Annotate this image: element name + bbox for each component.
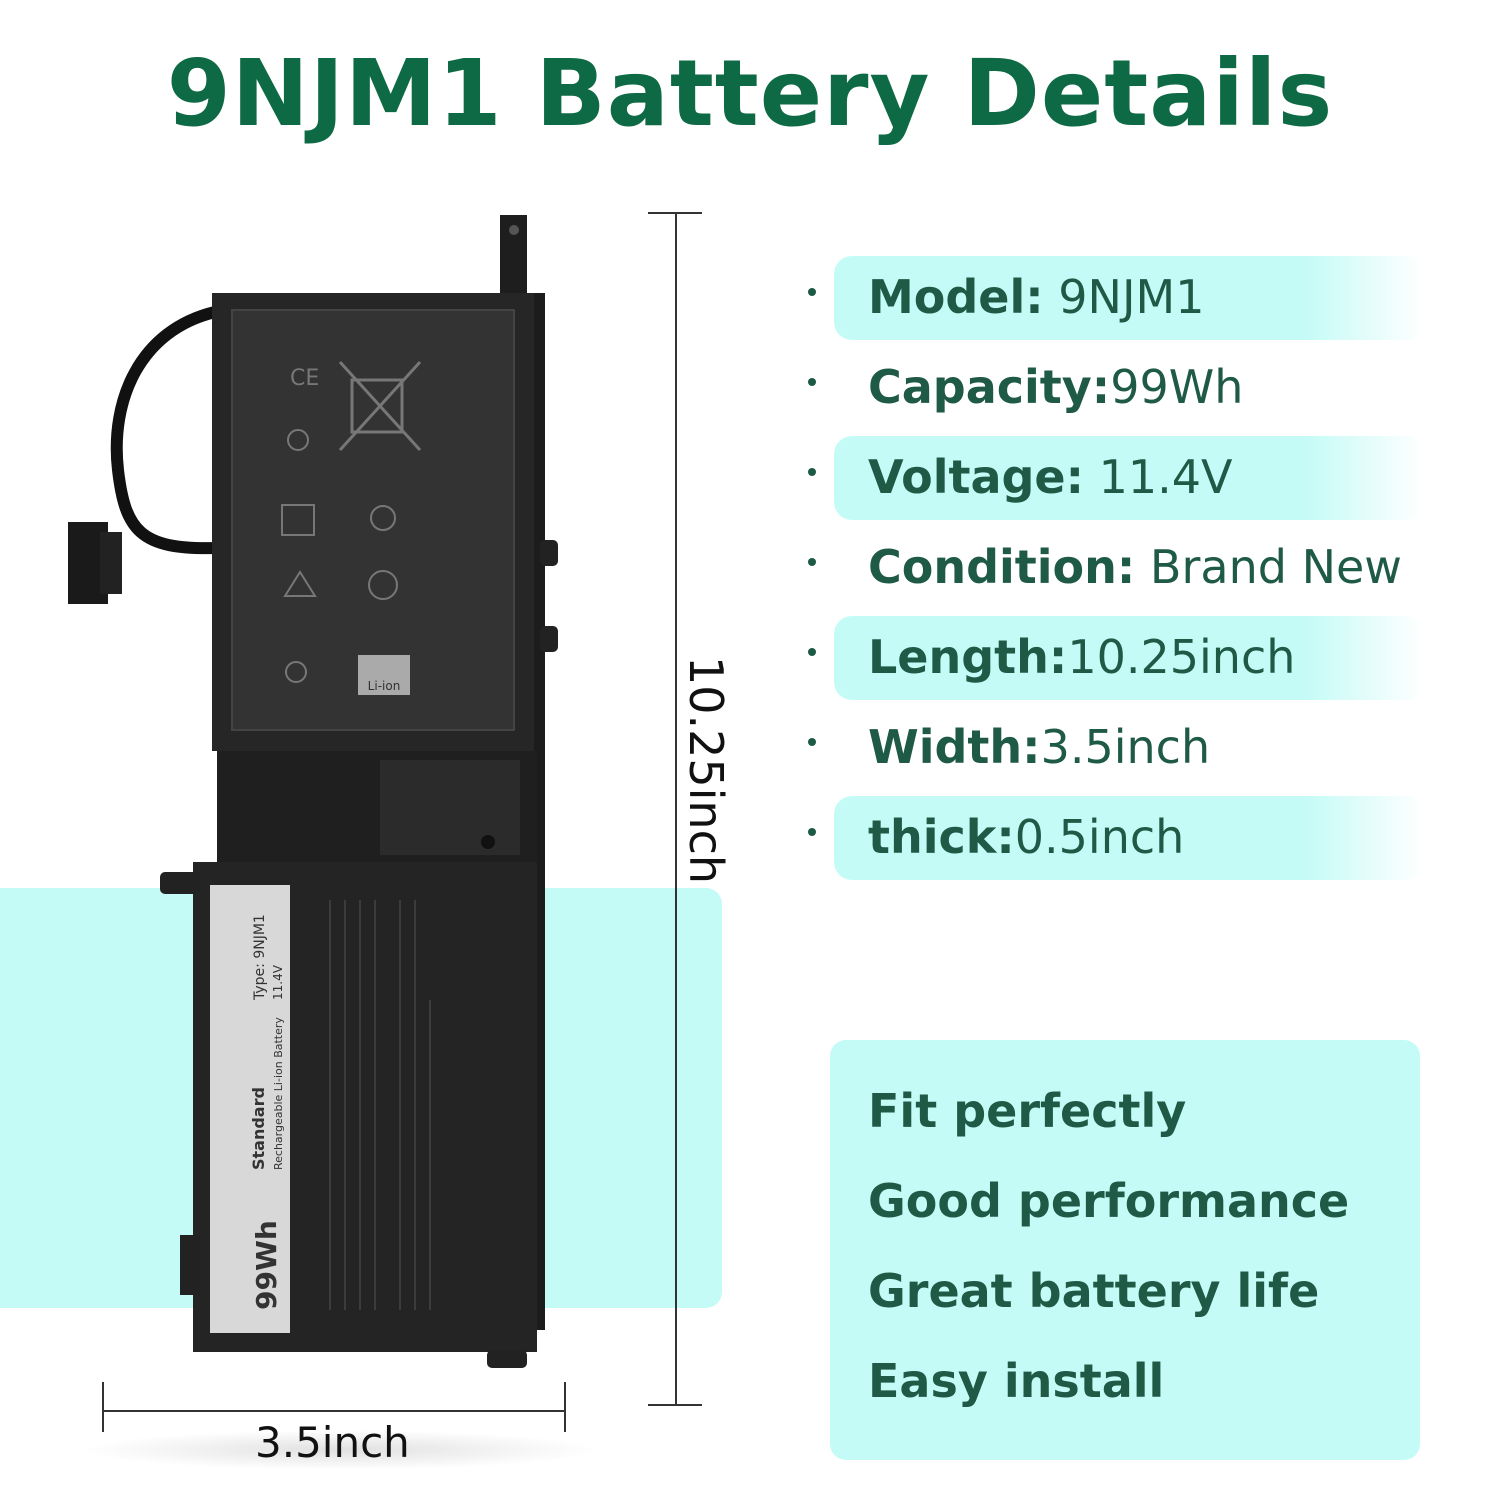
spec-row-model: Model: 9NJM1: [806, 256, 1456, 340]
width-dimension-line: [103, 1410, 566, 1412]
spec-value: 11.4V: [1084, 450, 1233, 504]
label-voltage: 11.4V: [271, 964, 285, 1000]
spec-value: Brand New: [1135, 540, 1402, 594]
bullet-icon: [808, 468, 816, 476]
spec-label: Voltage:: [868, 450, 1085, 504]
bullet-icon: [808, 738, 816, 746]
width-dimension-cap-left: [102, 1382, 104, 1432]
spec-value: 99Wh: [1110, 360, 1244, 414]
spec-value: 0.5inch: [1014, 810, 1185, 864]
spec-list: Model: 9NJM1 Capacity:99Wh Voltage: 11.4…: [806, 256, 1456, 886]
label-capacity: 99Wh: [250, 1220, 283, 1310]
feature-performance: Good performance: [868, 1174, 1350, 1228]
feature-fit: Fit perfectly: [868, 1084, 1187, 1138]
label-desc: Rechargeable Li-ion Battery: [272, 1017, 285, 1170]
length-dimension-cap-top: [648, 212, 702, 214]
length-dimension-label: 10.25inch: [679, 655, 733, 885]
page-title: 9NJM1 Battery Details: [166, 40, 1334, 147]
battery-image: CE Li-ion 99Wh Standard Rechargeable Li-…: [68, 215, 558, 1368]
spec-label: Width:: [868, 720, 1041, 774]
svg-text:CE: CE: [290, 366, 319, 391]
length-dimension-cap-bottom: [648, 1404, 702, 1406]
feature-battery-life: Great battery life: [868, 1264, 1320, 1318]
spec-value: 3.5inch: [1040, 720, 1211, 774]
spec-label: Length:: [868, 630, 1068, 684]
spec-row-thick: thick:0.5inch: [806, 796, 1456, 880]
spec-row-width: Width:3.5inch: [806, 706, 1456, 790]
bullet-icon: [808, 378, 816, 386]
spec-highlight: [834, 436, 1424, 520]
recycle-label: Li-ion: [368, 679, 401, 693]
label-grade: Standard: [249, 1087, 268, 1170]
spec-label: thick:: [868, 810, 1015, 864]
label-type: Type: 9NJM1: [252, 914, 268, 1001]
spec-highlight: [834, 616, 1424, 700]
width-dimension-label: 3.5inch: [255, 1418, 410, 1467]
spec-label: Capacity:: [868, 360, 1111, 414]
feature-install: Easy install: [868, 1354, 1165, 1408]
bullet-icon: [808, 648, 816, 656]
features-panel: [830, 1040, 1420, 1460]
battery-shadow: [80, 1430, 600, 1470]
bullet-icon: [808, 828, 816, 836]
length-dimension-line: [675, 213, 677, 1405]
spec-row-voltage: Voltage: 11.4V: [806, 436, 1456, 520]
spec-value: 10.25inch: [1067, 630, 1296, 684]
spec-row-length: Length:10.25inch: [806, 616, 1456, 700]
bullet-icon: [808, 288, 816, 296]
width-dimension-cap-right: [564, 1382, 566, 1432]
spec-row-capacity: Capacity:99Wh: [806, 346, 1456, 430]
spec-row-condition: Condition: Brand New: [806, 526, 1456, 610]
spec-highlight: [834, 796, 1424, 880]
spec-value: 9NJM1: [1043, 270, 1205, 324]
spec-label: Model:: [868, 270, 1044, 324]
spec-label: Condition:: [868, 540, 1136, 594]
bullet-icon: [808, 558, 816, 566]
spec-highlight: [834, 256, 1424, 340]
